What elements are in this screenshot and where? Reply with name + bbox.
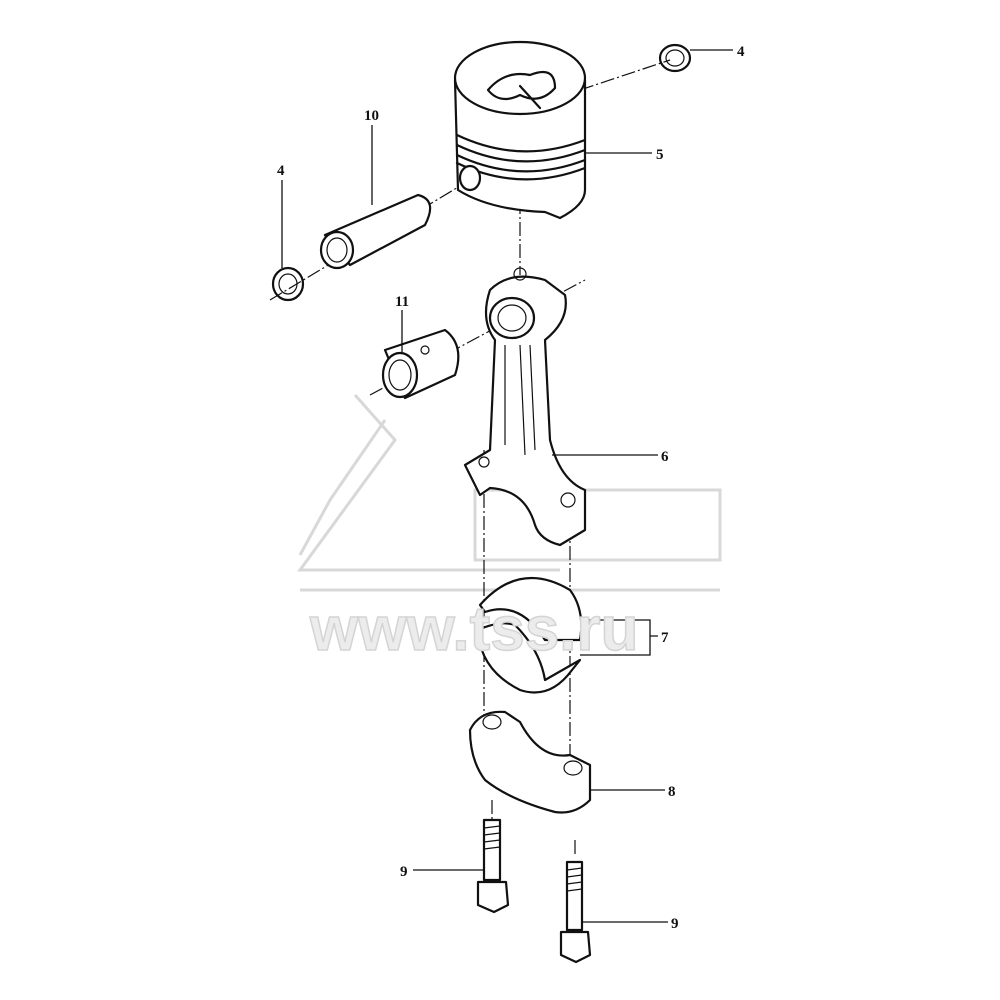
callout-label: 9 xyxy=(671,916,679,932)
callout-label: 6 xyxy=(661,449,669,465)
piston xyxy=(453,40,587,220)
connecting-rod xyxy=(463,267,587,547)
callout-label: 10 xyxy=(364,108,379,124)
rod-cap xyxy=(468,710,592,814)
callout-label: 7 xyxy=(661,630,669,646)
bolt-left xyxy=(476,818,510,914)
callout-label: 8 xyxy=(668,784,676,800)
callout-label: 9 xyxy=(400,864,408,880)
callout-label: 4 xyxy=(737,44,745,60)
circlip-top xyxy=(658,43,692,73)
circlip-left xyxy=(271,266,305,302)
callout-label: 5 xyxy=(656,147,664,163)
piston-pin xyxy=(319,193,432,270)
watermark-url: www.tss.ru xyxy=(309,595,638,664)
bolt-right xyxy=(559,860,592,964)
bearing-shells xyxy=(476,576,583,694)
callout-label: 4 xyxy=(277,163,285,179)
bushing xyxy=(381,328,460,400)
callout-label: 11 xyxy=(395,294,409,310)
